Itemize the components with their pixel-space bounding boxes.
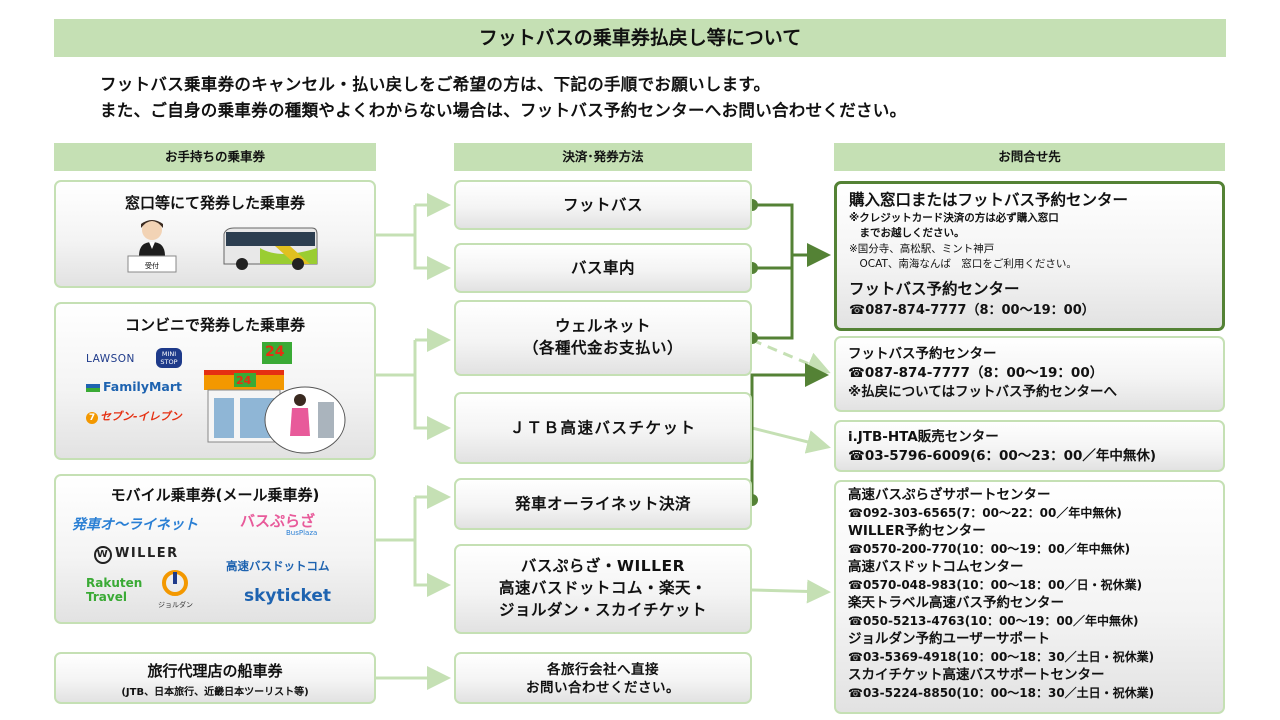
- ministop-logo: MINI STOP: [156, 348, 182, 368]
- contact-jtb-phone: ☎03-5796-6009(6：00～23：00／年中無休): [848, 448, 1157, 464]
- payment-onboard-label: バス車内: [570, 259, 635, 277]
- contact-list-title: 楽天トラベル高速バス予約センター: [848, 595, 1064, 611]
- ticket-agency-sub: (JTB、日本旅行、近畿日本ツーリスト等): [121, 687, 309, 698]
- contact-list-phone: ☎0570-048-983(10：00～18：00／日・祝休業): [848, 578, 1143, 592]
- ticket-agency-title: 旅行代理店の船車券: [147, 662, 283, 680]
- busplaza-logo: バスぷらざ: [240, 512, 316, 530]
- skyticket-logo: skyticket: [244, 586, 332, 606]
- payment-onboard-box: バス車内: [454, 243, 752, 293]
- seven-eleven-label: セブン-イレブン: [100, 410, 182, 423]
- ticket-counter-box: 窓口等にて発券した乗車券 受付: [54, 180, 376, 288]
- payment-footbus-label: フットバス: [562, 196, 643, 214]
- store-sign-24: 24: [265, 344, 285, 360]
- payment-footbus-box: フットバス: [454, 180, 752, 230]
- contact-wellnet-box: フットバス予約センター ☎087-874-7777（8：00～19：00） ※払…: [834, 336, 1225, 412]
- contact-jtb-box: i.JTB-HTA販売センター ☎03-5796-6009(6：00～23：00…: [834, 420, 1225, 472]
- desk-label: 受付: [145, 261, 159, 270]
- payment-jtb-box: ＪＴＢ高速バスチケット: [454, 392, 752, 464]
- ticket-convenience-title: コンビニで発券した乗車券: [124, 316, 305, 334]
- ticket-agency-box: 旅行代理店の船車券 (JTB、日本旅行、近畿日本ツーリスト等): [54, 652, 376, 704]
- contact-list-title: ジョルダン予約ユーザーサポート: [848, 631, 1050, 647]
- willer-label: WILLER: [115, 546, 179, 561]
- familymart-mark-icon: [86, 383, 100, 392]
- payment-hassha-label: 発車オーライネット決済: [514, 495, 691, 513]
- payment-agency-line1: 各旅行会社へ直接: [547, 662, 659, 678]
- rakuten-label: Rakuten: [86, 576, 143, 590]
- contact-primary-note3: ※国分寺、高松駅、ミント神戸: [849, 243, 995, 255]
- store-banner-24: 24: [236, 374, 252, 387]
- rakuten-logo: Rakuten Travel: [86, 576, 142, 604]
- jorudan-label: ジョルダン: [158, 601, 193, 609]
- payment-agency-box: 各旅行会社へ直接 お問い合わせください。: [454, 652, 752, 704]
- contact-list-title: WILLER予約センター: [848, 523, 986, 539]
- contact-primary-phone: ☎087-874-7777（8：00～19：00）: [849, 303, 1095, 318]
- contact-list-title: スカイチケット高速バスサポートセンター: [848, 667, 1105, 683]
- ticket-convenience-box: コンビニで発券した乗車券 LAWSON MINI STOP FamilyMart…: [54, 302, 376, 460]
- familymart-label: FamilyMart: [103, 379, 182, 394]
- payment-busplaza-box: バスぷらざ・WILLER 高速バスドットコム・楽天・ ジョルダン・スカイチケット: [454, 544, 752, 634]
- rakuten-travel-label: Travel: [86, 590, 127, 604]
- payment-hassha-box: 発車オーライネット決済: [454, 478, 752, 530]
- payment-agency-line2: お問い合わせください。: [526, 680, 680, 696]
- page-title: フットバスの乗車券払戻し等について: [54, 19, 1226, 57]
- payment-jtb-label: ＪＴＢ高速バスチケット: [509, 419, 697, 437]
- contact-primary-box: 購入窓口またはフットバス予約センター ※クレジットカード決済の方は必ず購入窓口 …: [834, 181, 1225, 331]
- contact-primary-note4: OCAT、南海なんば 窓口をご利用ください。: [849, 258, 1077, 270]
- kousoku-bus-com-logo: 高速バスドットコム: [226, 559, 330, 573]
- payment-busplaza-line3: ジョルダン・スカイチケット: [498, 601, 707, 619]
- busplaza-sub-logo: BusPlaza: [286, 529, 318, 537]
- payment-wellnet-line1: ウェルネット: [554, 317, 651, 335]
- contact-primary-note2: までお越しください。: [849, 227, 965, 239]
- header-tickets: お手持ちの乗車券: [54, 143, 376, 171]
- seven-mark-icon: 7: [86, 412, 98, 424]
- contact-primary-center: フットバス予約センター: [849, 280, 1020, 298]
- contact-list-box: 高速バスぷらざサポートセンター ☎092-303-6565(7：00～22：00…: [834, 480, 1225, 714]
- jorudan-logo-icon: [162, 570, 188, 596]
- payment-wellnet-line2: （各種代金お支払い）: [522, 339, 683, 357]
- intro-line-2: また、ご自身の乗車券の種類やよくわからない場合は、フットバス予約センターへお問い…: [100, 101, 907, 120]
- reception-staff-icon: 受付: [127, 220, 177, 273]
- intro-line-1: フットバス乗車券のキャンセル・払い戻しをご希望の方は、下記の手順でお願いします。: [100, 75, 771, 94]
- contact-wellnet-phone: ☎087-874-7777（8：00～19：00）: [848, 365, 1104, 381]
- contact-list-phone: ☎03-5224-8850(10：00～18：30／土日・祝休業): [848, 686, 1155, 700]
- familymart-logo: FamilyMart: [86, 379, 182, 394]
- bus-icon: [223, 227, 318, 270]
- contact-list-phone: ☎092-303-6565(7：00～22：00／年中無休): [848, 506, 1122, 520]
- payment-busplaza-line2: 高速バスドットコム・楽天・: [498, 579, 707, 597]
- ticket-mobile-title: モバイル乗車券(メール乗車券): [110, 486, 320, 504]
- hassha-oline-logo: 発車オ～ライネット: [72, 517, 198, 533]
- contact-primary-title: 購入窓口またはフットバス予約センター: [849, 191, 1129, 209]
- contact-list-phone: ☎03-5369-4918(10：00～18：30／土日・祝休業): [848, 650, 1155, 664]
- header-payment: 決済･発券方法: [454, 143, 752, 171]
- contact-primary-note1: ※クレジットカード決済の方は必ず購入窓口: [849, 212, 1059, 224]
- contact-jtb-title: i.JTB-HTA販売センター: [848, 429, 999, 445]
- ticket-mobile-box: モバイル乗車券(メール乗車券) 発車オ～ライネット バスぷらざ BusPlaza…: [54, 474, 376, 624]
- contact-list-phone: ☎050-5213-4763(10：00～19：00／年中無休): [848, 614, 1139, 628]
- lawson-logo: LAWSON: [86, 353, 135, 365]
- contact-list-title: 高速バスドットコムセンター: [848, 559, 1024, 575]
- payment-busplaza-line1: バスぷらざ・WILLER: [520, 557, 686, 575]
- contact-list-phone: ☎0570-200-770(10：00～19：00／年中無休): [848, 542, 1131, 556]
- willer-mark-icon: W: [94, 546, 112, 564]
- header-contact: お問合せ先: [834, 143, 1225, 171]
- ticket-counter-title: 窓口等にて発券した乗車券: [124, 194, 305, 212]
- payment-wellnet-box: ウェルネット （各種代金お支払い）: [454, 300, 752, 376]
- contact-wellnet-title: フットバス予約センター: [848, 346, 997, 362]
- contact-wellnet-note: ※払戻についてはフットバス予約センターへ: [848, 384, 1117, 400]
- payment-to-contact-lines: [746, 199, 831, 506]
- contact-list-title: 高速バスぷらざサポートセンター: [848, 487, 1051, 503]
- convenience-store-icon: [204, 342, 346, 454]
